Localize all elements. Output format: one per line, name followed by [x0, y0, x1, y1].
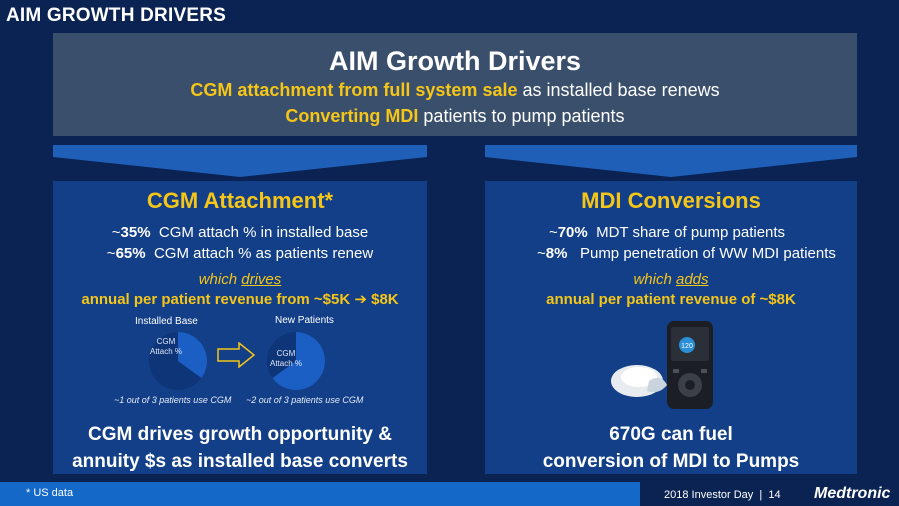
footer-blue-band: * US data	[0, 482, 710, 506]
footer-bar: * US data 2018 Investor Day | 14 Medtron…	[0, 482, 899, 506]
installed-base-pie-cgm-slice	[178, 332, 207, 379]
new-pie-label: CGM Attach %	[269, 349, 302, 368]
mdi-revenue-line: annual per patient revenue of ~$8K	[546, 291, 796, 308]
us-data-footnote: * US data	[26, 487, 74, 499]
cgm-stat-installed-text: CGM attach % in installed base	[158, 224, 369, 241]
mdi-stat-share: ~70% MDT share of pump patients	[548, 224, 786, 241]
cgm-stat-renew-text: CGM attach % as patients renew	[153, 245, 374, 262]
event-label: 2018 Investor Day | 14	[664, 489, 781, 501]
cgm-stat-renew: ~65% CGM attach % as patients renew	[106, 245, 374, 262]
cgm-panel-footer: CGM drives growth opportunity & annuity …	[53, 421, 427, 475]
mdi-conversions-panel: MDI Conversions ~70% MDT share of pump p…	[485, 181, 857, 474]
arrow-right-icon: ➔	[354, 291, 367, 308]
mdi-stat-penetration-value: 8%	[545, 245, 568, 262]
banner-line-1: CGM attachment from full system sale as …	[53, 77, 857, 103]
new-patients-pie	[267, 332, 325, 390]
page-number: 14	[768, 489, 781, 501]
mdi-panel-title: MDI Conversions	[581, 188, 761, 213]
cgm-footer-line-2: annuity $s as installed base converts	[72, 451, 408, 472]
cgm-revenue-line: annual per patient revenue from ~$5K ➔ $…	[81, 291, 399, 308]
mdi-stat-share-text: MDT share of pump patients	[596, 224, 786, 241]
installed-pie-label: CGM Attach %	[149, 337, 182, 356]
installed-base-label: Installed Base	[135, 316, 198, 327]
arrow-icon	[217, 342, 255, 368]
banner-line-2-accent: Converting MDI	[285, 106, 419, 126]
cgm-panel-title: CGM Attachment*	[146, 188, 334, 213]
banner-line-1-accent: CGM attachment from full system sale	[190, 80, 518, 100]
adds-word: adds	[676, 271, 709, 288]
banner-line-1-rest: as installed base renews	[517, 80, 720, 100]
new-patients-pie-cgm-slice	[272, 332, 325, 390]
insulin-pump-device-image: 120	[611, 321, 713, 409]
medtronic-logo: Medtronic	[814, 485, 891, 502]
banner-line-2: Converting MDI patients to pump patients	[53, 103, 857, 129]
banner-line-2-rest: patients to pump patients	[418, 106, 625, 126]
new-patients-label: New Patients	[275, 315, 334, 326]
mdi-footer-line-2: conversion of MDI to Pumps	[542, 451, 800, 472]
mdi-stat-share-value: 70%	[557, 224, 588, 241]
cgm-which-drives: which drives	[198, 271, 282, 288]
pump-reading: 120	[681, 343, 693, 350]
mdi-which-adds: which adds	[633, 271, 709, 288]
cgm-footer-line-1: CGM drives growth opportunity &	[88, 424, 392, 445]
right-chevron	[485, 145, 857, 177]
cgm-attachment-panel: CGM Attachment* ~35% CGM attach % in ins…	[53, 181, 427, 474]
installed-base-pie	[149, 332, 207, 390]
footer-dark-band	[640, 482, 899, 506]
cgm-stat-installed: ~35% CGM attach % in installed base	[111, 224, 369, 241]
mdi-stat-penetration-text: Pump penetration of WW MDI patients	[579, 245, 836, 262]
mdi-stat-penetration: ~8% Pump penetration of WW MDI patients	[537, 245, 836, 262]
left-chevron	[53, 145, 427, 177]
slide-title: AIM GROWTH DRIVERS	[6, 5, 226, 26]
cgm-stat-installed-value: 35%	[120, 224, 151, 241]
drives-word: drives	[241, 271, 282, 288]
cgm-stat-renew-value: 65%	[115, 245, 146, 262]
installed-base-caption: ~1 out of 3 patients use CGM	[114, 395, 232, 405]
new-patients-caption: ~2 out of 3 patients use CGM	[246, 395, 364, 405]
mdi-panel-footer: 670G can fuel conversion of MDI to Pumps	[485, 421, 857, 475]
headline-banner: AIM Growth Drivers CGM attachment from f…	[53, 33, 857, 136]
banner-title: AIM Growth Drivers	[328, 46, 582, 76]
mdi-footer-line-1: 670G can fuel	[609, 424, 733, 445]
